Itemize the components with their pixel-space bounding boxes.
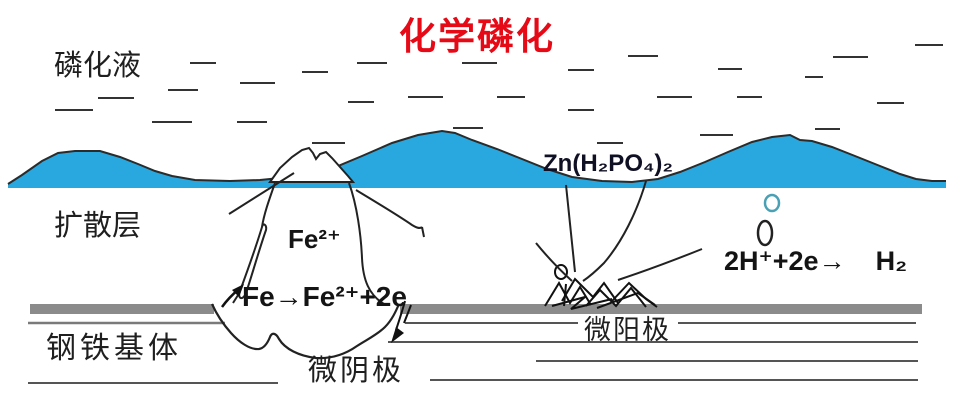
label-micro-cathode: 微阴极 xyxy=(308,355,405,387)
corrosion-pit-outline xyxy=(210,303,401,360)
substrate-bar-right xyxy=(400,304,922,314)
crystal-cluster xyxy=(544,264,658,310)
formula-ferrous-ion: Fe²⁺ xyxy=(288,224,341,254)
bubble-large xyxy=(756,219,774,247)
substrate-hatch-lines xyxy=(28,322,918,384)
solution-fill xyxy=(8,131,946,188)
formula-zinc-phosphate: Zn(H₂PO₄)₂ xyxy=(543,150,674,177)
label-steel-substrate: 钢铁基体 xyxy=(46,332,182,365)
hydrogen-bubbles xyxy=(756,193,781,247)
anodic-channel-lines xyxy=(228,172,425,305)
substrate-bar-left xyxy=(30,304,214,314)
label-micro-anode: 微阳极 xyxy=(584,315,671,345)
formula-cathodic-left: 2H⁺+2e→ xyxy=(724,246,846,276)
solution-surface-outline xyxy=(7,129,946,185)
label-phosphating-solution: 磷化液 xyxy=(54,50,142,82)
bubble-small xyxy=(763,193,781,213)
solution-layer xyxy=(7,129,946,188)
formula-hydrogen-gas: H₂ xyxy=(875,246,908,276)
channel-mound xyxy=(268,146,356,183)
solution-dashes xyxy=(55,44,943,144)
page-title: 化学磷化 xyxy=(399,14,555,58)
deposition-funnel-lines xyxy=(535,180,703,282)
formula-cathodic-reaction: 2H⁺+2e→ H₂ xyxy=(724,248,907,275)
label-diffusion-layer: 扩散层 xyxy=(54,210,142,242)
electron-arrow xyxy=(391,300,412,343)
formula-anodic-reaction: Fe→Fe²⁺+2e xyxy=(242,281,407,312)
anodic-arrow xyxy=(220,284,244,308)
